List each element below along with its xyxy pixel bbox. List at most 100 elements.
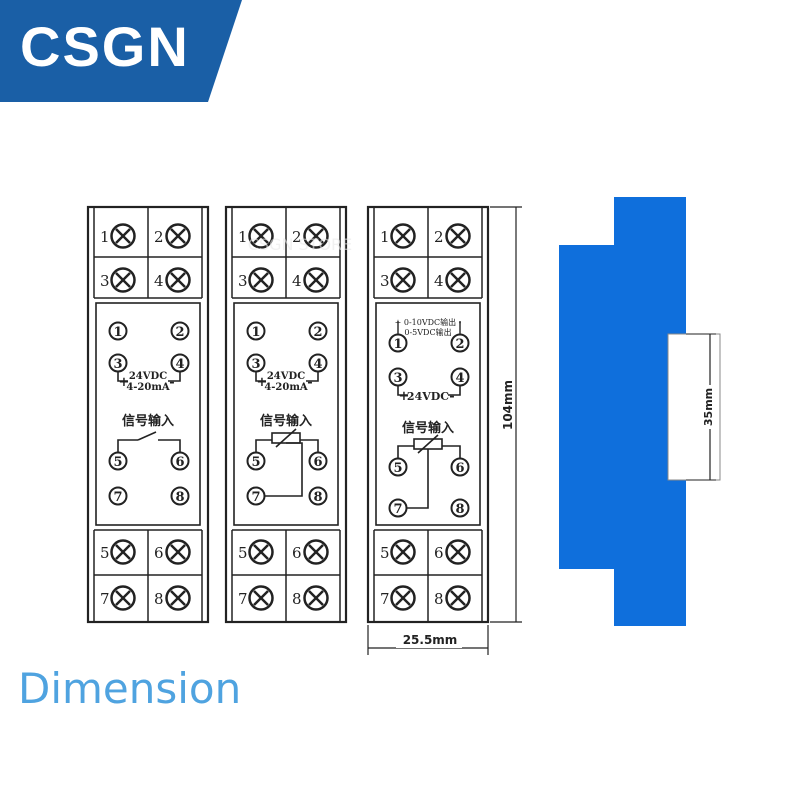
polarity-plus: +: [119, 375, 130, 390]
pin-1: 1: [388, 333, 408, 353]
pin-number: 8: [313, 490, 322, 505]
pin-number: 8: [175, 490, 184, 505]
terminal-screw-icon: [165, 539, 191, 565]
pin-2: 2: [450, 333, 470, 353]
rail-profile-shape: [559, 197, 686, 626]
terminal-number: 7: [380, 590, 390, 608]
pin-5: 5: [388, 457, 408, 477]
pin-number: 6: [455, 461, 464, 476]
pin-5: 5: [108, 451, 128, 471]
pin-number: 1: [393, 337, 402, 352]
output-label-2: 0-5VDC输出: [404, 327, 451, 337]
pin-number: 3: [393, 371, 402, 386]
terminal-screw-icon: [303, 267, 329, 293]
brand-logo: CSGN: [20, 15, 190, 78]
terminal-screw-icon: [165, 585, 191, 611]
terminal-number: 5: [100, 544, 110, 562]
signal-input-label: 信号输入: [122, 413, 174, 429]
pin-number: 7: [393, 502, 402, 517]
terminal-number: 7: [100, 590, 110, 608]
pin-number: 2: [313, 325, 322, 340]
terminal-screw-icon: [303, 539, 329, 565]
pin-number: 8: [455, 502, 464, 517]
terminal-number: 4: [434, 272, 444, 290]
terminal-screw-icon: [390, 539, 416, 565]
watermark: CSGN STORE: [248, 235, 353, 254]
pin-number: 5: [251, 455, 260, 470]
pin-3: 3: [108, 353, 128, 373]
terminal-screw-icon: [445, 267, 471, 293]
pin-6: 6: [170, 451, 190, 471]
pin-number: 4: [175, 357, 184, 372]
pin-2: 2: [308, 321, 328, 341]
terminal-screw-icon: [248, 539, 274, 565]
terminal-screw-icon: [445, 585, 471, 611]
width-dimension: 25.5mm: [367, 625, 489, 655]
pin-number: 5: [393, 461, 402, 476]
terminal-number: 5: [380, 544, 390, 562]
pin-7: 7: [388, 498, 408, 518]
terminal-number: 3: [238, 272, 248, 290]
pin-7: 7: [246, 486, 266, 506]
pin-6: 6: [450, 457, 470, 477]
terminal-number: 1: [100, 228, 110, 246]
pin-number: 6: [175, 455, 184, 470]
pin-number: 2: [455, 337, 464, 352]
terminal-screw-icon: [390, 223, 416, 249]
pin-number: 4: [455, 371, 464, 386]
terminal-number: 7: [238, 590, 248, 608]
pin-8: 8: [170, 486, 190, 506]
pin-4: 4: [170, 353, 190, 373]
pin-1: 1: [246, 321, 266, 341]
terminal-screw-icon: [110, 585, 136, 611]
pin-number: 3: [113, 357, 122, 372]
polarity-minus: -: [307, 375, 312, 390]
pin-3: 3: [246, 353, 266, 373]
terminal-screw-icon: [165, 223, 191, 249]
pin-2: 2: [170, 321, 190, 341]
terminal-screw-icon: [248, 585, 274, 611]
terminal-screw-icon: [390, 585, 416, 611]
power-label: 24VDC: [129, 371, 167, 382]
terminal-number: 2: [434, 228, 444, 246]
height-dimension-label: 104mm: [501, 380, 515, 430]
terminal-number: 3: [100, 272, 110, 290]
polarity-minus: -: [449, 389, 454, 404]
terminal-number: 8: [292, 590, 302, 608]
terminal-screw-icon: [303, 223, 329, 249]
terminal-screw-icon: [445, 539, 471, 565]
signal-input-label: 信号输入: [402, 420, 454, 436]
pin-number: 1: [113, 325, 122, 340]
terminal-number: 1: [238, 228, 248, 246]
pin-7: 7: [108, 486, 128, 506]
pin-number: 4: [313, 357, 322, 372]
pin-number: 6: [313, 455, 322, 470]
terminal-screw-icon: [303, 585, 329, 611]
power-label: 24VDC: [267, 371, 305, 382]
brand-banner: [0, 0, 242, 102]
terminal-number: 4: [292, 272, 302, 290]
terminal-number: 8: [154, 590, 164, 608]
polarity-plus: +: [257, 375, 268, 390]
width-dimension-label: 25.5mm: [403, 633, 458, 647]
height-dimension: 104mm: [490, 206, 522, 623]
pin-number: 1: [251, 325, 260, 340]
terminal-screw-icon: [110, 223, 136, 249]
signal-label: 4-20mA: [126, 382, 170, 393]
terminal-screw-icon: [248, 223, 274, 249]
pin-5: 5: [246, 451, 266, 471]
pin-3: 3: [388, 367, 408, 387]
polarity-plus: +: [399, 389, 410, 404]
terminal-screw-icon: [248, 267, 274, 293]
terminal-number: 2: [292, 228, 302, 246]
terminal-number: 8: [434, 590, 444, 608]
terminal-number: 1: [380, 228, 390, 246]
terminal-number: 5: [238, 544, 248, 562]
terminal-number: 3: [380, 272, 390, 290]
terminal-screw-icon: [110, 539, 136, 565]
pin-8: 8: [450, 498, 470, 518]
